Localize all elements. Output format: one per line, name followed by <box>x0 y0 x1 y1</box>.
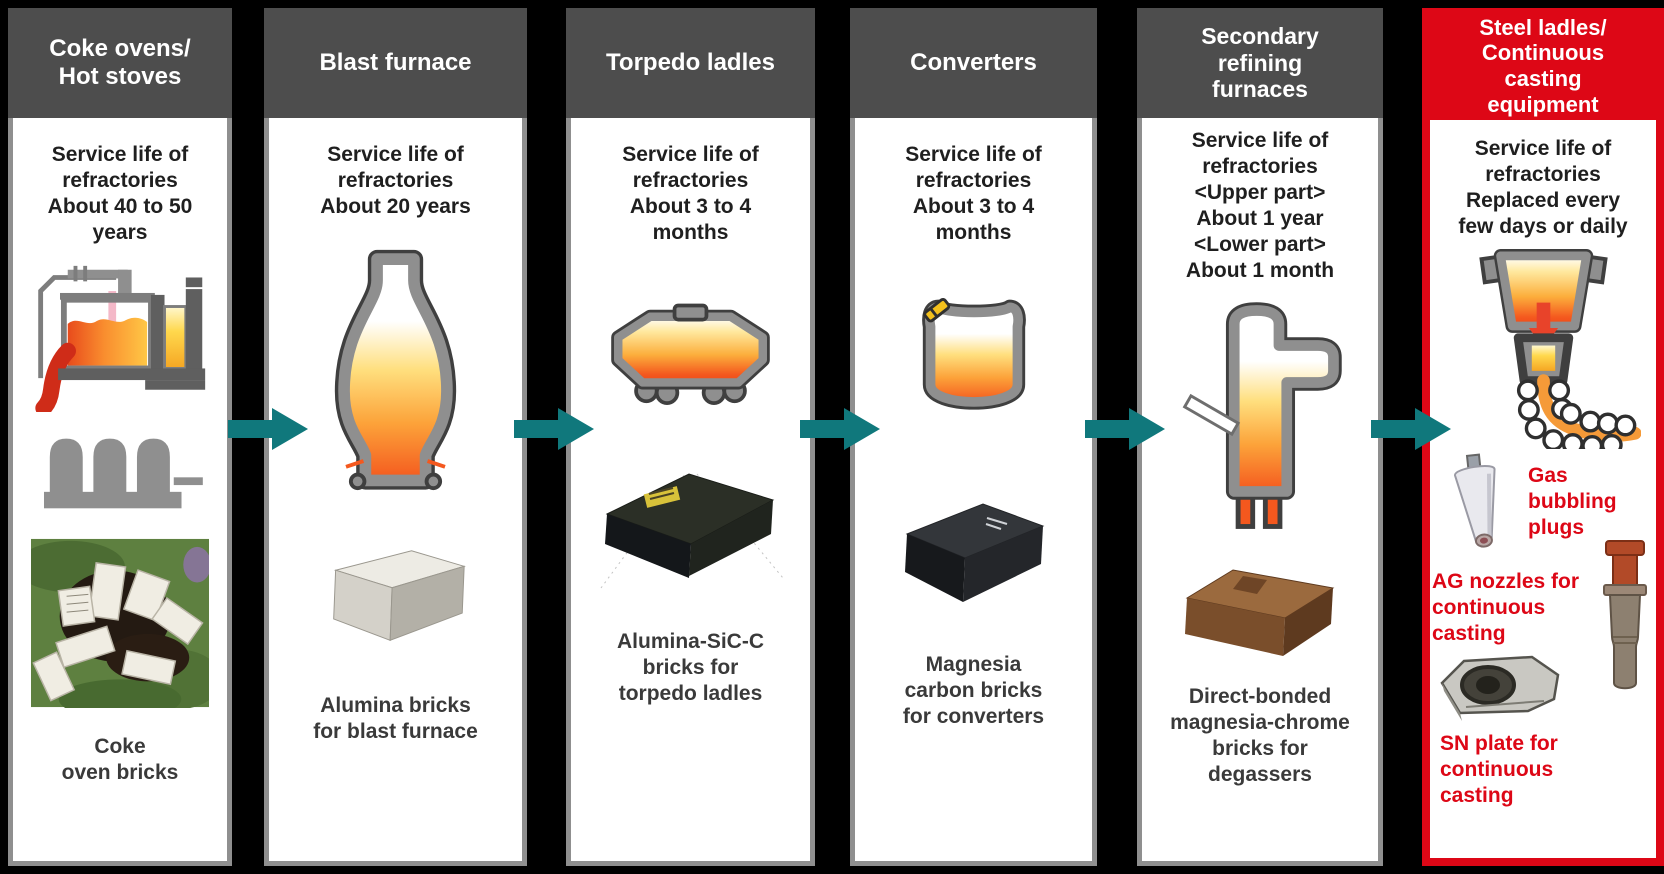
service-life-text: Service life of refractories About 3 to … <box>622 143 759 244</box>
coke-oven-bricks-photo <box>31 538 209 708</box>
hot-stoves-illustration <box>43 438 203 509</box>
magnesia-chrome-brick-photo <box>1184 569 1334 656</box>
column-header: Torpedo ladles <box>566 8 815 118</box>
sn-plate-photo <box>1440 655 1560 721</box>
brick-caption: Alumina-SiC-C bricks for torpedo ladles <box>617 630 764 705</box>
column-header: Steel ladles/ Continuous casting equipme… <box>1430 8 1656 120</box>
converter-illustration <box>921 298 1026 410</box>
column-header: Secondary refining furnaces <box>1137 8 1383 118</box>
column-header: Blast furnace <box>264 8 527 118</box>
alumina-sic-c-brick-photo <box>600 473 784 589</box>
service-life-text: Service life of refractories About 40 to… <box>47 143 193 244</box>
flow-arrow-icon <box>514 408 594 450</box>
column-secondary-refining: Secondary refining furnaces Service life… <box>1137 8 1383 866</box>
column-body: Service life of refractories About 40 to… <box>8 118 232 866</box>
flow-arrow-icon <box>1085 408 1165 450</box>
magnesia-carbon-brick-photo <box>905 503 1045 602</box>
ag-nozzle-photo <box>1603 540 1647 690</box>
column-header: Coke ovens/ Hot stoves <box>8 8 232 118</box>
column-body: Service life of refractories About 3 to … <box>566 118 815 866</box>
column-title: Steel ladles/ Continuous casting equipme… <box>1479 14 1607 117</box>
column-body: Service life of refractories Replaced ev… <box>1430 120 1656 858</box>
column-body: Service life of refractories About 3 to … <box>850 118 1097 866</box>
flow-arrow-icon <box>1371 408 1451 450</box>
column-blast-furnace: Blast furnace Service life of refractori… <box>264 8 527 866</box>
column-title: Torpedo ladles <box>606 49 775 77</box>
column-title: Coke ovens/ Hot stoves <box>49 35 191 90</box>
brick-caption: Coke oven bricks <box>61 735 179 784</box>
brick-caption: Direct-bonded magnesia-chrome bricks for… <box>1170 685 1350 786</box>
service-life-text: Service life of refractories <Upper part… <box>1185 129 1335 282</box>
column-header: Converters <box>850 8 1097 118</box>
column-body: Service life of refractories <Upper part… <box>1137 118 1383 866</box>
product-gallery: Gas bubbling plugs AG nozzles for contin… <box>1430 449 1656 858</box>
flow-arrow-icon <box>800 408 880 450</box>
service-life-text: Service life of refractories Replaced ev… <box>1458 137 1628 238</box>
column-title: Secondary refining furnaces <box>1201 22 1319 103</box>
brick-caption: Magnesia carbon bricks for converters <box>902 653 1045 728</box>
rh-degasser-illustration <box>1182 302 1342 529</box>
continuous-casting-illustration <box>1478 249 1641 449</box>
service-life-text: Service life of refractories About 20 ye… <box>320 143 471 218</box>
column-torpedo-ladles: Torpedo ladles Service life of refractor… <box>566 8 815 866</box>
service-life-text: Service life of refractories About 3 to … <box>905 143 1042 244</box>
brick-caption: Alumina bricks for blast furnace <box>313 694 478 743</box>
column-body: Service life of refractories About 20 ye… <box>264 118 527 866</box>
product-label-ag-nozzles: AG nozzles for continuous casting <box>1432 570 1580 645</box>
column-converters: Converters Service life of refractories … <box>850 8 1097 866</box>
torpedo-ladle-illustration <box>611 303 770 405</box>
flow-arrow-icon <box>228 408 308 450</box>
column-coke-ovens: Coke ovens/ Hot stoves Service life of r… <box>8 8 232 866</box>
coke-oven-illustration <box>35 265 206 412</box>
gas-bubbling-plug-photo <box>1453 453 1496 548</box>
blast-furnace-illustration <box>334 249 457 491</box>
column-title: Blast furnace <box>319 49 472 77</box>
alumina-brick-photo <box>332 550 466 642</box>
product-label-gas-bubbling-plugs: Gas bubbling plugs <box>1528 464 1617 539</box>
product-label-sn-plate: SN plate for continuous casting <box>1440 732 1558 807</box>
column-steel-ladles: Steel ladles/ Continuous casting equipme… <box>1422 8 1664 866</box>
column-title: Converters <box>910 49 1037 77</box>
